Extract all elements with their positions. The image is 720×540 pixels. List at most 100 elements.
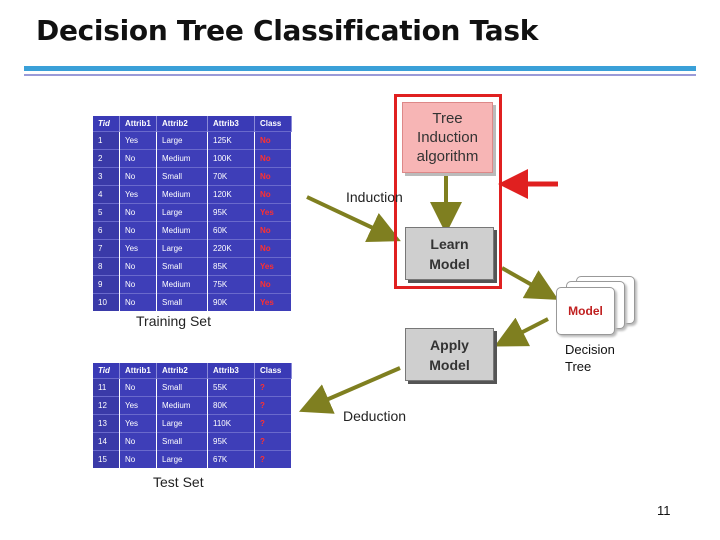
table-cell: 125K [207, 131, 255, 150]
table-cell: 110K [207, 414, 255, 433]
table-cell: No [119, 450, 157, 468]
induction-arrow [306, 195, 401, 242]
table-cell: Yes [119, 414, 157, 433]
table-cell: Yes [254, 203, 292, 222]
decision-tree-line2: Tree [565, 359, 592, 374]
table-cell: 4 [93, 185, 120, 204]
table-cell: No [119, 293, 157, 311]
table-cell: ? [254, 378, 292, 397]
table-cell: Medium [156, 149, 208, 168]
table-cell: Yes [119, 396, 157, 415]
table-cell: 90K [207, 293, 255, 311]
table-cell: Small [156, 167, 208, 186]
table-cell: Yes [254, 257, 292, 276]
test-set-header-cell: Attrib3 [207, 363, 255, 379]
table-cell: Small [156, 257, 208, 276]
table-cell: 15 [93, 450, 120, 468]
table-cell: Large [156, 239, 208, 258]
training-set-header-cell: Tid [93, 116, 120, 132]
table-cell: 7 [93, 239, 120, 258]
tree-induction-line1: Tree [432, 110, 463, 127]
table-cell: 1 [93, 131, 120, 150]
table-cell: Medium [156, 396, 208, 415]
training-set-header-cell: Class [254, 116, 292, 132]
table-cell: Small [156, 378, 208, 397]
table-cell: Medium [156, 221, 208, 240]
table-cell: Yes [119, 239, 157, 258]
table-cell: 10 [93, 293, 120, 311]
table-cell: No [119, 221, 157, 240]
training-set-header-cell: Attrib2 [156, 116, 208, 132]
table-cell: 6 [93, 221, 120, 240]
table-cell: No [119, 203, 157, 222]
table-cell: 100K [207, 149, 255, 168]
table-cell: 70K [207, 167, 255, 186]
test-set-header-cell: Tid [93, 363, 120, 379]
model-card-front: Model [556, 287, 615, 335]
table-cell: No [119, 167, 157, 186]
table-cell: 55K [207, 378, 255, 397]
apply-model-line1: Apply [430, 336, 469, 353]
table-cell: 220K [207, 239, 255, 258]
table-cell: 120K [207, 185, 255, 204]
table-cell: 67K [207, 450, 255, 468]
table-cell: No [119, 432, 157, 451]
test-set-header-cell: Attrib2 [156, 363, 208, 379]
test-set-caption: Test Set [153, 474, 204, 490]
table-cell: Medium [156, 185, 208, 204]
table-cell: No [254, 239, 292, 258]
table-cell: 75K [207, 275, 255, 294]
table-cell: No [119, 149, 157, 168]
table-cell: Yes [119, 185, 157, 204]
table-cell: 9 [93, 275, 120, 294]
table-cell: ? [254, 450, 292, 468]
table-cell: 8 [93, 257, 120, 276]
table-cell: Small [156, 293, 208, 311]
table-cell: 2 [93, 149, 120, 168]
table-cell: 95K [207, 432, 255, 451]
table-cell: Medium [156, 275, 208, 294]
table-cell: 95K [207, 203, 255, 222]
model-to-apply-arrow [494, 317, 549, 347]
title-rule-thin [24, 74, 696, 76]
test-set-header-cell: Attrib1 [119, 363, 157, 379]
decision-tree-line1: Decision [565, 342, 615, 357]
table-cell: 12 [93, 396, 120, 415]
table-cell: 60K [207, 221, 255, 240]
table-cell: No [119, 257, 157, 276]
table-cell: Large [156, 131, 208, 150]
test-set-header-cell: Class [254, 363, 292, 379]
table-cell: Small [156, 432, 208, 451]
table-cell: ? [254, 432, 292, 451]
table-cell: No [254, 275, 292, 294]
apply-model-line2: Model [429, 356, 470, 373]
table-cell: No [254, 185, 292, 204]
page-number: 11 [657, 503, 671, 518]
table-cell: No [254, 167, 292, 186]
learn-model-line1: Learn [430, 235, 469, 252]
learn-model-line2: Model [429, 255, 470, 272]
table-cell: 3 [93, 167, 120, 186]
tree-induction-line2: Induction [417, 129, 478, 146]
training-set-header-cell: Attrib1 [119, 116, 157, 132]
deduction-arrow [298, 366, 401, 414]
table-cell: 11 [93, 378, 120, 397]
highlight-frame [394, 94, 502, 289]
